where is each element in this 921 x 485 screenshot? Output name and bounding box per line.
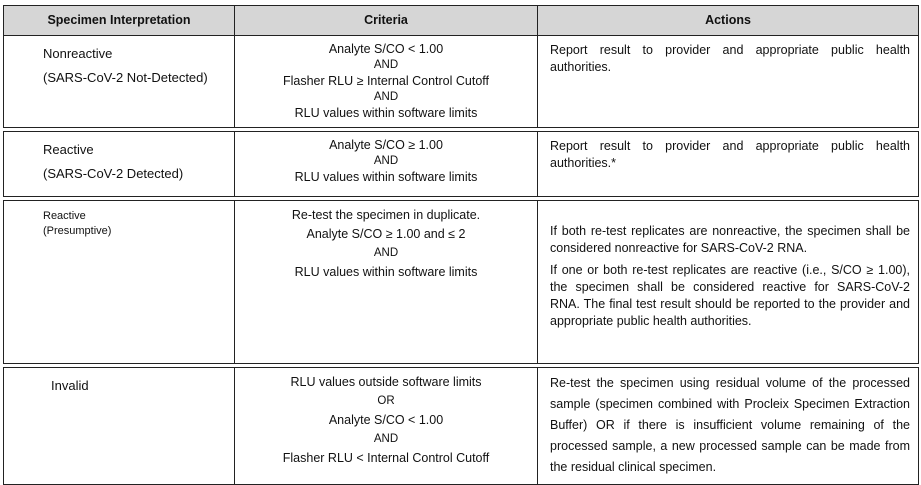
interpretation-sublabel: (SARS-CoV-2 Not-Detected) — [43, 70, 208, 85]
criteria-line: Re-test the specimen in duplicate. — [291, 208, 481, 222]
criteria-line: Analyte S/CO < 1.00 — [328, 42, 444, 56]
action-text: Report result to provider and appropriat… — [550, 139, 910, 170]
action-text: Report result to provider and appropriat… — [550, 43, 910, 74]
actions-cell: Report result to provider and appropriat… — [537, 131, 919, 197]
table-row: Nonreactive (SARS-CoV-2 Not-Detected) An… — [3, 35, 919, 128]
criteria-cell: Re-test the specimen in duplicate. Analy… — [234, 200, 538, 364]
criteria-connector: AND — [373, 59, 399, 71]
criteria-line: Analyte S/CO < 1.00 — [328, 413, 444, 427]
criteria-connector: AND — [373, 433, 399, 445]
actions-cell: Report result to provider and appropriat… — [537, 35, 919, 128]
criteria-cell: Analyte S/CO < 1.00 AND Flasher RLU ≥ In… — [234, 35, 538, 128]
table-row: Reactive (SARS-CoV-2 Detected) Analyte S… — [3, 131, 919, 197]
action-text: If both re-test replicates are nonreacti… — [550, 224, 910, 255]
actions-cell: If both re-test replicates are nonreacti… — [537, 200, 919, 364]
criteria-cell: Analyte S/CO ≥ 1.00 AND RLU values withi… — [234, 131, 538, 197]
interpretation-label: Reactive — [43, 210, 86, 222]
table-row: Invalid RLU values outside software limi… — [3, 367, 919, 485]
criteria-connector: OR — [377, 395, 395, 407]
table-header-row: Specimen Interpretation Criteria Actions — [3, 5, 919, 36]
document-page: Specimen Interpretation Criteria Actions… — [3, 5, 919, 485]
interpretation-table: Specimen Interpretation Criteria Actions… — [3, 5, 919, 485]
header-criteria: Criteria — [234, 5, 538, 36]
criteria-line: Analyte S/CO ≥ 1.00 — [329, 138, 443, 152]
header-actions: Actions — [537, 5, 919, 36]
table-row: Reactive (Presumptive) Re-test the speci… — [3, 200, 919, 364]
criteria-cell: RLU values outside software limits OR An… — [234, 367, 538, 485]
criteria-line: RLU values within software limits — [294, 265, 478, 279]
action-text: Re-test the specimen using residual volu… — [550, 376, 910, 474]
interpretation-cell: Nonreactive (SARS-CoV-2 Not-Detected) — [3, 35, 235, 128]
header-specimen-interpretation: Specimen Interpretation — [3, 5, 235, 36]
interpretation-cell: Invalid — [3, 367, 235, 485]
criteria-connector: AND — [373, 155, 399, 167]
interpretation-cell: Reactive (SARS-CoV-2 Detected) — [3, 131, 235, 197]
action-text: If one or both re-test replicates are re… — [550, 263, 910, 328]
interpretation-label: Nonreactive — [43, 46, 113, 61]
criteria-connector: AND — [373, 247, 399, 259]
interpretation-cell: Reactive (Presumptive) — [3, 200, 235, 364]
interpretation-sublabel: (SARS-CoV-2 Detected) — [43, 166, 184, 181]
interpretation-label: Invalid — [51, 378, 89, 393]
actions-cell: Re-test the specimen using residual volu… — [537, 367, 919, 485]
criteria-line: RLU values within software limits — [294, 170, 478, 184]
criteria-line: RLU values outside software limits — [290, 375, 482, 389]
criteria-line: Analyte S/CO ≥ 1.00 and ≤ 2 — [306, 227, 466, 241]
interpretation-sublabel: (Presumptive) — [43, 225, 112, 237]
interpretation-label: Reactive — [43, 142, 94, 157]
criteria-line: Flasher RLU < Internal Control Cutoff — [282, 451, 490, 465]
criteria-connector: AND — [373, 91, 399, 103]
criteria-line: Flasher RLU ≥ Internal Control Cutoff — [282, 74, 490, 88]
criteria-line: RLU values within software limits — [294, 106, 478, 120]
